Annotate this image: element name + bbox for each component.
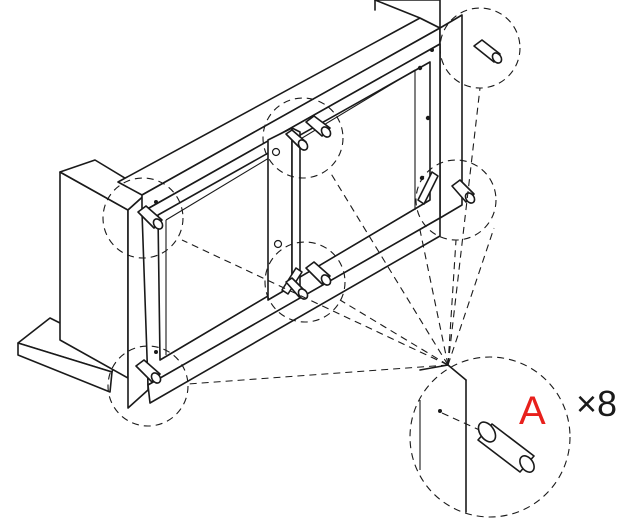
dowel-left-top (137, 205, 164, 230)
left-end-panel (17, 159, 149, 409)
detail-dowel-hole (438, 409, 442, 413)
cam-lock (271, 147, 281, 157)
detail-board-top-edge (419, 364, 449, 371)
dowel-left-bottom (135, 359, 162, 384)
bracket-right (417, 171, 439, 205)
screw-hole (425, 115, 431, 121)
dowel-bottom-middle (285, 261, 332, 300)
divider-edge (291, 127, 301, 291)
dowel-top-right (473, 39, 503, 64)
right-panel-top (374, 0, 441, 29)
screw-hole (154, 350, 158, 354)
leader-lines (181, 87, 495, 385)
part-label: A (519, 389, 546, 433)
quantity-label: ×8 (576, 383, 617, 424)
divider-face (267, 127, 293, 301)
callout-circle-left-bottom (107, 345, 189, 427)
detail-dowel (477, 421, 535, 473)
cam-lock (273, 239, 283, 249)
screw-hole (417, 65, 423, 71)
left-foot-front (17, 342, 113, 393)
dowel-top-middle (285, 115, 332, 151)
screw-holes (154, 48, 434, 354)
detail-board-top-edge (447, 364, 467, 381)
screw-hole (430, 48, 434, 52)
callout-circle-bottom-middle (264, 241, 346, 323)
detail-insert-path (441, 412, 485, 433)
callout-circle-left-top (102, 177, 184, 259)
bottom-rail-front (147, 217, 441, 404)
middle-divider (267, 127, 301, 301)
callout-circle-top-middle (262, 97, 344, 179)
dowels (135, 39, 503, 384)
screw-hole (154, 200, 158, 204)
detail-callout-circle (409, 356, 571, 518)
detail-callout (409, 356, 571, 518)
